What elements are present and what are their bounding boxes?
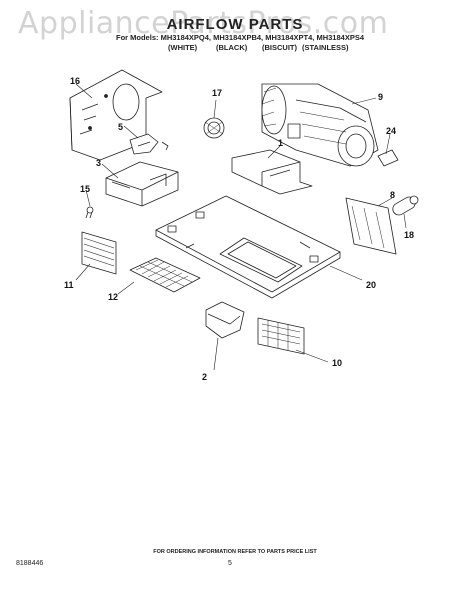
- callout-11: 11: [64, 280, 74, 290]
- document-number: 8188446: [16, 560, 44, 567]
- page-title: AIRFLOW PARTS: [166, 16, 304, 33]
- color-variants: (WHITE) (BLACK) (BISCUIT) (STAINLESS): [0, 43, 464, 53]
- callout-10: 10: [332, 358, 342, 368]
- callout-9: 9: [378, 92, 383, 102]
- leader-lines: [75, 83, 407, 371]
- page-number: 5: [228, 560, 232, 567]
- callout-12: 12: [108, 292, 118, 302]
- part-17-gear-part: [203, 117, 225, 139]
- color-stainless: (STAINLESS): [302, 43, 349, 52]
- part-2-damper: [205, 301, 245, 339]
- callout-1: 1: [278, 138, 283, 148]
- color-black: (BLACK): [216, 43, 248, 52]
- part-20-base-plate: [155, 195, 341, 299]
- part-3-duct-shroud: [105, 161, 179, 207]
- callout-5: 5: [118, 122, 123, 132]
- part-12-grease-filter: [129, 257, 201, 293]
- callout-15: 15: [80, 184, 90, 194]
- part-9-blower-assembly: [261, 83, 379, 167]
- color-biscuit: (BISCUIT): [262, 43, 297, 52]
- callout-16: 16: [70, 76, 80, 86]
- callout-20: 20: [366, 280, 376, 290]
- callout-18: 18: [404, 230, 414, 240]
- part-8-side-bracket: [345, 197, 397, 255]
- ordering-note: FOR ORDERING INFORMATION REFER TO PARTS …: [153, 549, 317, 555]
- part-18-capacitor: [392, 195, 419, 216]
- part-24-tab: [377, 149, 399, 167]
- part-11-vent-grille: [81, 231, 117, 275]
- part-5-bracket: [129, 133, 169, 155]
- callout-24: 24: [386, 126, 396, 136]
- models-line: For Models: MH3184XPQ4, MH3184XPB4, MH31…: [115, 33, 365, 42]
- callout-8: 8: [390, 190, 395, 200]
- callout-17: 17: [212, 88, 222, 98]
- callout-3: 3: [96, 158, 101, 168]
- callout-2: 2: [202, 372, 207, 382]
- color-white: (WHITE): [168, 43, 198, 52]
- part-1-blower-bracket: [231, 149, 313, 195]
- part-15-screw: [85, 206, 94, 219]
- part-10-charcoal-filter: [257, 317, 305, 355]
